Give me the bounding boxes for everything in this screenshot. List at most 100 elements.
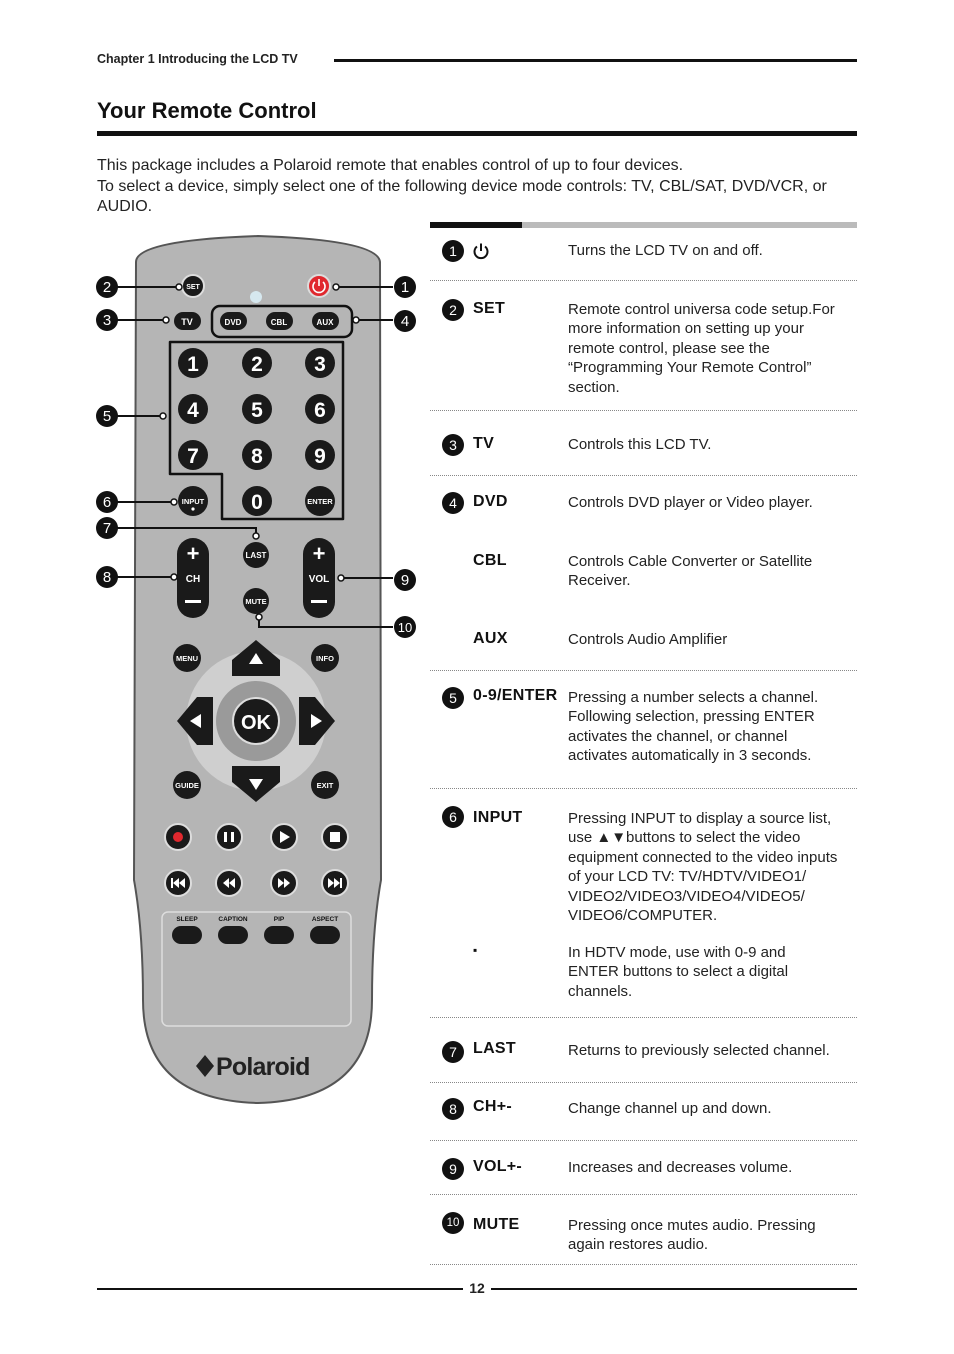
skip-forward-icon: [328, 878, 342, 888]
row-badge: 9: [442, 1158, 464, 1180]
power-icon: [473, 243, 489, 260]
mute-button-text: MUTE: [245, 597, 266, 606]
row-divider: [430, 1017, 857, 1018]
enter-button-text: ENTER: [307, 497, 333, 506]
row-description: Returns to previously selected channel.: [568, 1042, 830, 1059]
digit-8: 8: [251, 445, 263, 468]
row-divider: [430, 670, 857, 671]
row-label: AUX: [473, 630, 508, 647]
row-badge: 10: [442, 1212, 464, 1234]
footer-rule-right: [491, 1288, 857, 1290]
polaroid-logo-text: Polaroid: [216, 1053, 310, 1081]
input-button-text: INPUT: [182, 497, 205, 506]
row-divider: [430, 475, 857, 476]
row-badge: 8: [442, 1098, 464, 1120]
digit-5: 5: [251, 399, 263, 422]
row-divider: [430, 1194, 857, 1195]
chapter-header: Chapter 1 Introducing the LCD TV: [97, 52, 298, 66]
aspect-label: ASPECT: [312, 916, 338, 923]
row-label: LAST: [473, 1040, 516, 1057]
row-label: VOL+-: [473, 1158, 523, 1175]
row-description: Change channel up and down.: [568, 1100, 772, 1117]
remote-illustration: SET TV DVD CBL AUX 1 2 3 4 5 6 7 8 9 0 I…: [96, 234, 416, 1105]
row-badge: 7: [442, 1041, 464, 1063]
skip-back-icon: [171, 878, 185, 888]
row-description: Controls DVD player or Video player.: [568, 494, 813, 511]
intro-line-1: This package includes a Polaroid remote …: [97, 157, 684, 174]
fast-forward-icon: [278, 878, 290, 888]
set-button-text: SET: [186, 284, 200, 291]
digit-3: 3: [314, 353, 326, 376]
row-badge: 4: [442, 492, 464, 514]
intro-line-2: To select a device, simply select one of…: [97, 177, 827, 216]
row-label: TV: [473, 435, 495, 452]
row-divider: [430, 1082, 857, 1083]
pause-icon: [224, 832, 234, 842]
stop-icon: [330, 832, 340, 842]
callout-9: [394, 569, 416, 591]
digit-7: 7: [187, 445, 199, 468]
power-icon: [312, 279, 326, 294]
callout-1: [394, 276, 416, 298]
callout-6: [96, 491, 118, 513]
page-number: 12: [469, 1280, 485, 1296]
callout-10: [394, 616, 416, 638]
intro-text: This package includes a Polaroid remote …: [97, 156, 867, 218]
row-description: Controls this LCD TV.: [568, 436, 712, 453]
vol-button-text: VOL: [309, 574, 330, 585]
row-label: INPUT: [473, 809, 523, 826]
pause-button: [215, 823, 243, 851]
row-label: DVD: [473, 493, 508, 510]
row-label: CH+-: [473, 1098, 512, 1115]
svg-text:4: 4: [401, 313, 409, 330]
row-badge: 1: [442, 240, 464, 262]
footer-rule-left: [97, 1288, 463, 1290]
title-rule: [97, 131, 857, 136]
row-badge: 2: [442, 299, 464, 321]
row-description: Turns the LCD TV on and off.: [568, 242, 763, 259]
row-divider: [430, 410, 857, 411]
digit-1: 1: [187, 353, 199, 376]
vol-plus-text: +: [313, 541, 326, 566]
row-bullet: ▪: [473, 943, 478, 957]
pip-label: PIP: [274, 916, 285, 923]
tv-button-text: TV: [181, 317, 193, 327]
svg-text:8: 8: [103, 569, 111, 586]
row-badge: 6: [442, 806, 464, 828]
digit-9: 9: [314, 445, 326, 468]
table-header-light: [522, 222, 857, 228]
svg-text:6: 6: [103, 494, 111, 511]
row-divider: [430, 1264, 857, 1265]
ch-plus-text: +: [187, 541, 200, 566]
row-description: Controls Audio Amplifier: [568, 631, 728, 648]
numeric-panel: [168, 340, 345, 521]
mode-panel: [210, 304, 354, 339]
callout-5: [96, 405, 118, 427]
caption-button: [218, 926, 248, 944]
info-button-text: INFO: [316, 654, 334, 663]
svg-text:5: 5: [103, 408, 111, 425]
last-button-text: LAST: [246, 551, 267, 560]
row-description: Pressing INPUT to display a source list,…: [568, 810, 838, 925]
table-header-dark: [430, 222, 522, 228]
menu-button-text: MENU: [176, 654, 198, 663]
row-badge: 5: [442, 687, 464, 709]
rewind-icon: [223, 878, 235, 888]
callout-8: [96, 566, 118, 588]
sleep-button: [172, 926, 202, 944]
aspect-button: [310, 926, 340, 944]
row-badge: 3: [442, 434, 464, 456]
svg-text:10: 10: [398, 620, 412, 635]
digit-4: 4: [187, 399, 199, 422]
aux-button-text: AUX: [317, 318, 335, 327]
pip-button: [264, 926, 294, 944]
exit-button-text: EXIT: [317, 781, 334, 790]
digit-6: 6: [314, 399, 326, 422]
digit-0: 0: [251, 491, 263, 514]
row-label: SET: [473, 300, 506, 317]
callout-2: [96, 276, 118, 298]
bottom-panel: [161, 911, 352, 1027]
